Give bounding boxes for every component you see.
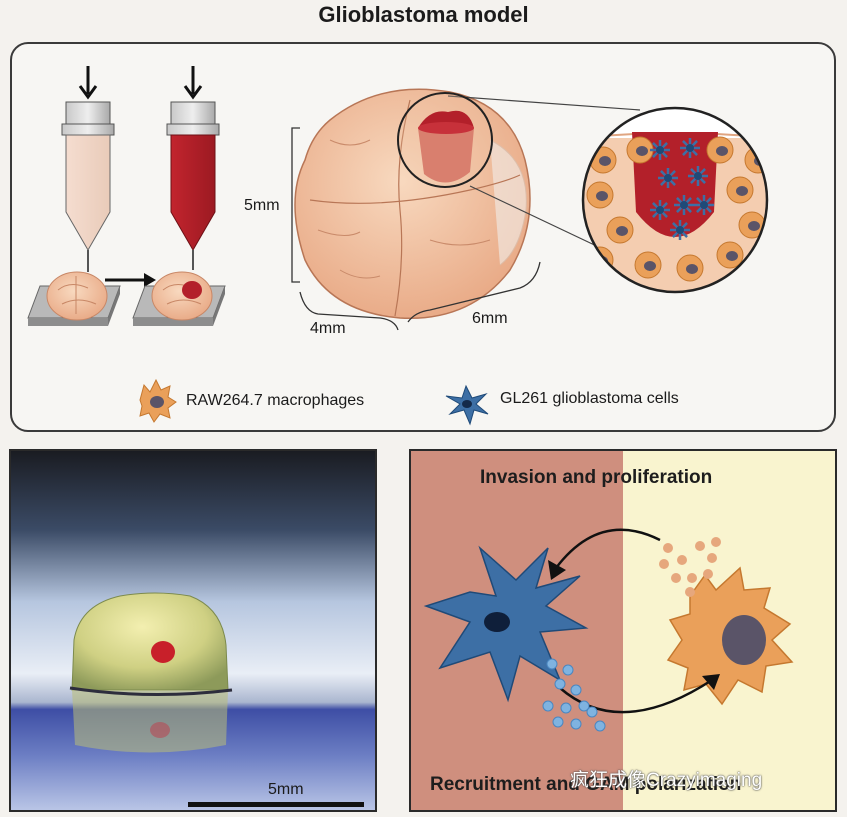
macrophage-cell — [586, 246, 614, 274]
width-label: 6mm — [472, 310, 508, 327]
cytokine-dot — [542, 700, 554, 712]
interaction-panel — [409, 449, 837, 812]
macrophage-legend-icon — [139, 378, 177, 423]
cytokine-dot — [554, 678, 566, 690]
cytokine-dot — [552, 716, 564, 728]
zoom-connector — [447, 95, 641, 251]
legend-glioblastoma-label: GL261 glioblastoma cells — [500, 390, 679, 407]
zoomed-tissue-circle — [581, 106, 769, 294]
scale-bar-label: 5mm — [268, 781, 304, 798]
cytokine-dot — [703, 569, 713, 579]
cytokine-dot — [570, 718, 582, 730]
syringe-empty — [61, 66, 115, 272]
glioblastoma-cell — [650, 140, 670, 160]
photo-hydrogel — [11, 451, 375, 810]
glioblastoma-legend-icon — [445, 384, 489, 426]
glioblastoma-cell — [674, 195, 694, 215]
dimension-brackets — [291, 127, 541, 331]
slide-right — [132, 271, 226, 326]
cytokine-dot — [570, 684, 582, 696]
cytokine-dot — [562, 664, 574, 676]
cytokine-dot — [711, 537, 721, 547]
figure-title: Glioblastoma model — [318, 2, 529, 27]
glioblastoma-cell — [694, 195, 714, 215]
slide-left — [27, 271, 121, 326]
glioblastoma-cell — [670, 220, 690, 240]
cytokine-dot — [659, 559, 669, 569]
hydrogel-photo — [9, 449, 377, 812]
watermark-text: 疯狂成像Crazyimaging — [570, 770, 763, 791]
transfer-arrow — [105, 273, 156, 287]
glioblastoma-cell — [680, 138, 700, 158]
glioblastoma-cell — [650, 200, 670, 220]
glioblastoma-cell — [688, 166, 708, 186]
interaction-diagram — [411, 451, 835, 810]
depth-label: 4mm — [310, 320, 346, 337]
cytokine-dot — [685, 587, 695, 597]
legend-macrophages-label: RAW264.7 macrophages — [186, 392, 365, 409]
cytokine-dot — [546, 658, 558, 670]
cytokine-dot — [687, 573, 697, 583]
cytokine-dot — [594, 720, 606, 732]
tissue-glioblastoma-cells — [650, 138, 714, 240]
tumor-inset-circle — [397, 92, 493, 188]
invasion-heading: Invasion and proliferation — [480, 467, 713, 488]
recruitment-heading: Recruitment and GAM polarization — [430, 774, 742, 795]
syringe-filled — [166, 66, 220, 270]
cytokine-dot — [586, 706, 598, 718]
cytokine-dot — [578, 700, 590, 712]
glioblastoma-cell — [658, 168, 678, 188]
cytokine-dot — [663, 543, 673, 553]
height-label: 5mm — [244, 197, 280, 214]
cytokine-dots-blue — [542, 658, 606, 732]
cytokine-dot — [560, 702, 572, 714]
cytokine-dot — [677, 555, 687, 565]
cytokine-dot — [695, 541, 705, 551]
cytokine-dots-orange — [659, 537, 721, 597]
cytokine-dot — [707, 553, 717, 563]
cytokine-dot — [671, 573, 681, 583]
